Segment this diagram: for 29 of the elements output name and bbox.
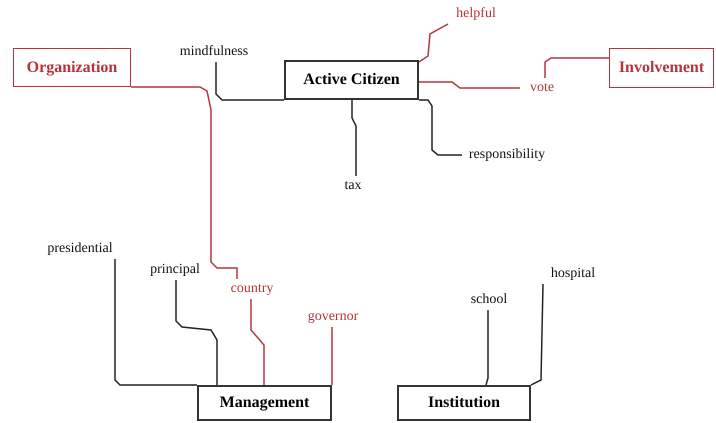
word-label: mindfulness (172, 42, 256, 62)
connector-line (175, 280, 218, 385)
word-label: governor (301, 307, 365, 327)
connector-line (419, 99, 462, 156)
concept-box: Active Citizen (284, 60, 419, 100)
connector-line (530, 284, 544, 386)
connector-line (418, 23, 448, 63)
word-label: vote (520, 78, 564, 98)
connector-line (544, 57, 609, 78)
word-label: tax (338, 176, 368, 196)
word-label: presidential (38, 239, 122, 259)
connector-line (351, 100, 357, 176)
word-label: responsibility (462, 145, 552, 165)
word-label: helpful (448, 4, 504, 24)
word-label: principal (144, 260, 206, 280)
title-box: Organization (13, 48, 131, 87)
connector-line (131, 86, 238, 279)
concept-box: Institution (397, 385, 531, 421)
connector-line (114, 259, 197, 386)
word-label: school (466, 290, 512, 310)
connector-line (419, 81, 520, 89)
connector-line (215, 62, 284, 101)
concept-box: Management (197, 385, 332, 421)
connector-line (250, 299, 265, 385)
connector-line (331, 327, 333, 385)
word-label: hospital (538, 264, 608, 284)
connector-line (485, 310, 489, 386)
word-label: country (226, 279, 278, 299)
title-box: Involvement (609, 48, 714, 88)
